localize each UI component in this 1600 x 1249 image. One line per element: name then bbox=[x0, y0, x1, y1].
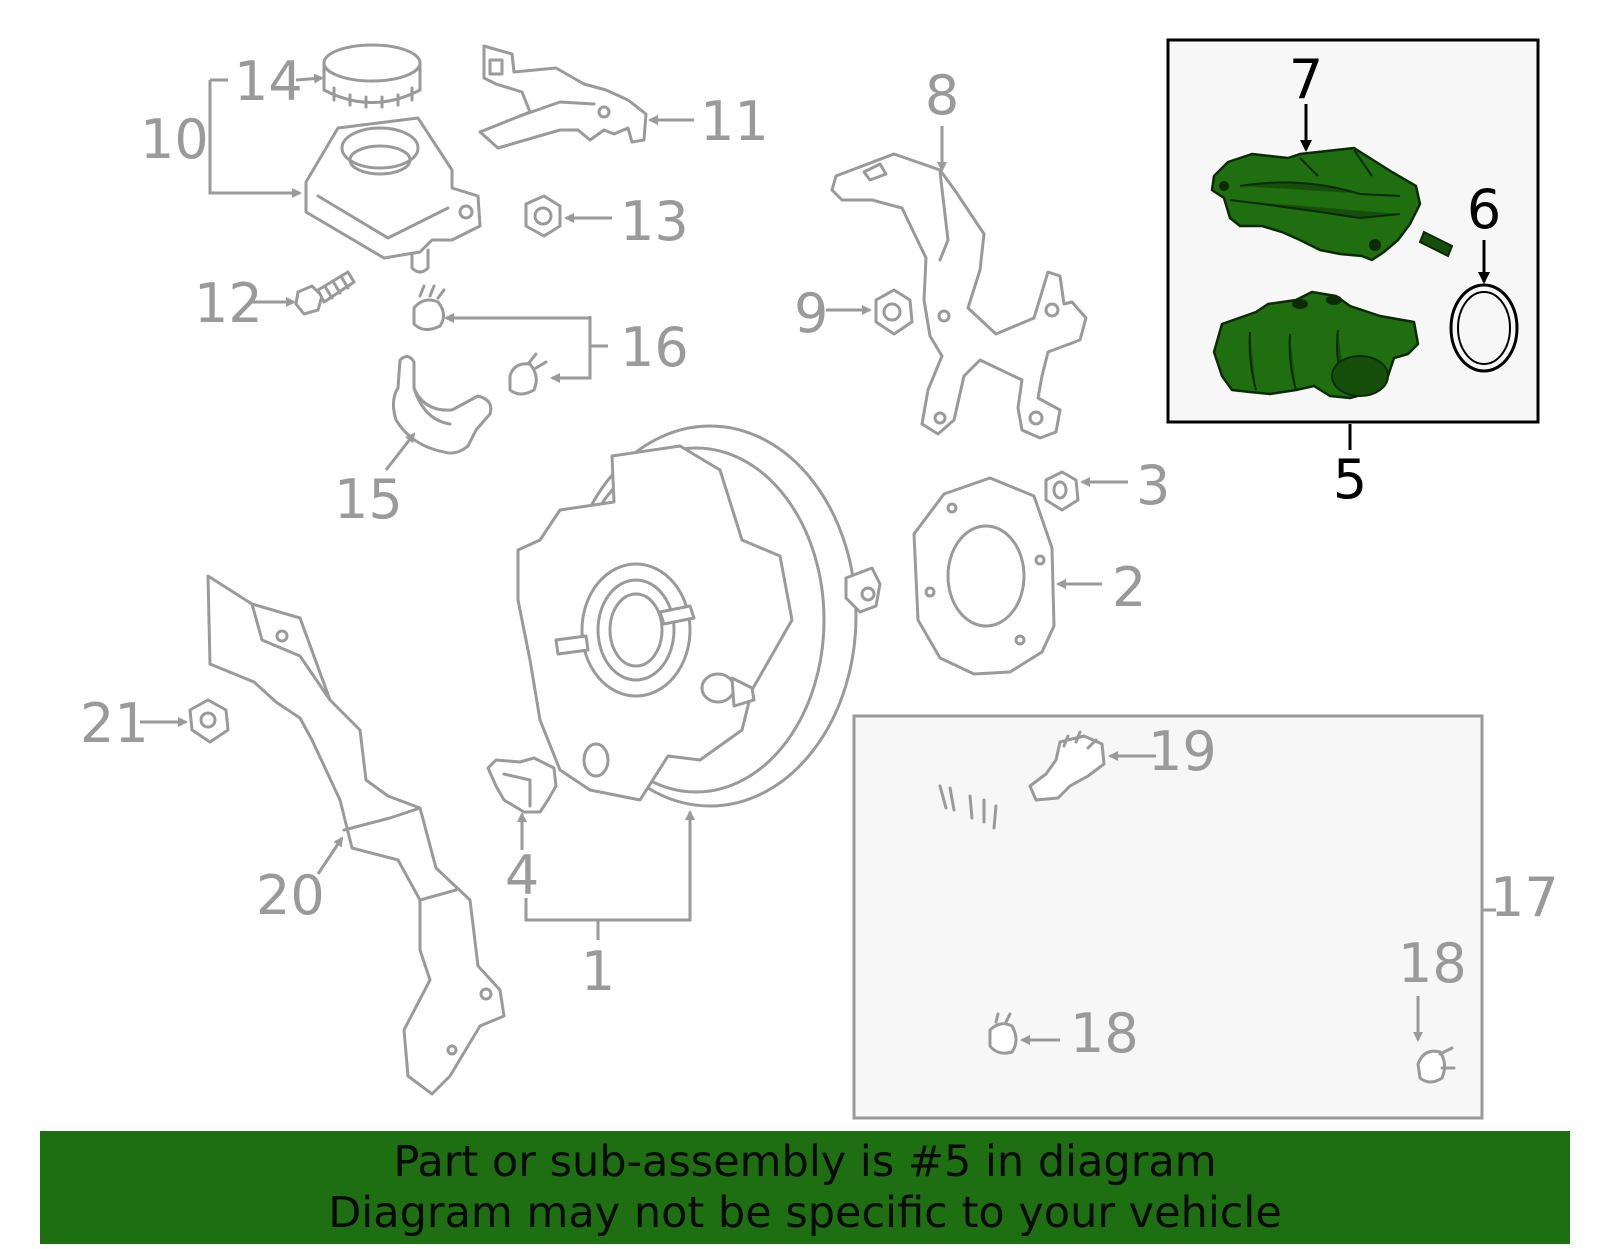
part-18-clamp-a bbox=[988, 1012, 1018, 1055]
part-10-reservoir bbox=[304, 116, 482, 274]
part-9-nut bbox=[874, 288, 914, 336]
part-21-nut bbox=[188, 698, 230, 744]
part-8-bracket bbox=[830, 152, 1088, 440]
callout-1: 1 bbox=[581, 940, 615, 1003]
part-1-brake-booster bbox=[516, 424, 882, 808]
leader-15 bbox=[384, 432, 416, 471]
callout-18-right: 18 bbox=[1398, 932, 1467, 995]
part-6-o-ring bbox=[1449, 283, 1519, 373]
part-15-hose bbox=[391, 355, 493, 455]
part-5-master-cylinder bbox=[1212, 290, 1420, 400]
callout-4: 4 bbox=[505, 844, 539, 907]
leader-1 bbox=[524, 810, 695, 922]
leader-20 bbox=[316, 836, 344, 875]
callout-2: 2 bbox=[1112, 556, 1146, 619]
part-4-sensor bbox=[486, 756, 558, 814]
part-17-box bbox=[852, 714, 1484, 1120]
callout-9: 9 bbox=[794, 282, 828, 345]
part-11-bracket bbox=[478, 44, 648, 150]
callout-12: 12 bbox=[194, 272, 263, 335]
callout-5: 5 bbox=[1333, 448, 1367, 511]
info-banner: Part or sub-assembly is #5 in diagram Di… bbox=[40, 1131, 1570, 1244]
part-16-clamp-lower bbox=[508, 352, 548, 396]
callout-13: 13 bbox=[620, 190, 689, 253]
part-13-nut bbox=[524, 194, 562, 238]
part-16-clamp-upper bbox=[412, 284, 446, 331]
callout-10: 10 bbox=[140, 108, 209, 171]
part-20-heat-shield bbox=[206, 574, 506, 1096]
callout-15: 15 bbox=[334, 468, 403, 531]
part-7-reservoir bbox=[1210, 146, 1422, 262]
callout-7: 7 bbox=[1289, 48, 1323, 111]
leader-16 bbox=[550, 316, 592, 383]
callout-14: 14 bbox=[234, 50, 303, 113]
part-2-gasket bbox=[912, 476, 1056, 676]
callout-11: 11 bbox=[700, 90, 769, 153]
callout-6: 6 bbox=[1467, 178, 1501, 241]
part-12-bolt bbox=[294, 270, 356, 316]
callout-17: 17 bbox=[1490, 866, 1559, 929]
callout-16: 16 bbox=[620, 316, 689, 379]
callout-18-left: 18 bbox=[1070, 1002, 1139, 1065]
callout-8: 8 bbox=[925, 64, 959, 127]
part-19-clip bbox=[1028, 730, 1106, 802]
part-18-clamp-b bbox=[1416, 1046, 1456, 1084]
part-3-nut bbox=[1044, 470, 1080, 512]
part-6-pin bbox=[1418, 230, 1454, 258]
callout-20: 20 bbox=[256, 864, 325, 927]
callout-21: 21 bbox=[80, 692, 149, 755]
banner-line-2: Diagram may not be specific to your vehi… bbox=[328, 1187, 1282, 1238]
callout-19: 19 bbox=[1148, 720, 1217, 783]
leader-10 bbox=[208, 80, 302, 198]
part-14-reservoir-cap bbox=[322, 43, 422, 109]
callout-3: 3 bbox=[1136, 454, 1170, 517]
banner-line-1: Part or sub-assembly is #5 in diagram bbox=[393, 1136, 1217, 1187]
